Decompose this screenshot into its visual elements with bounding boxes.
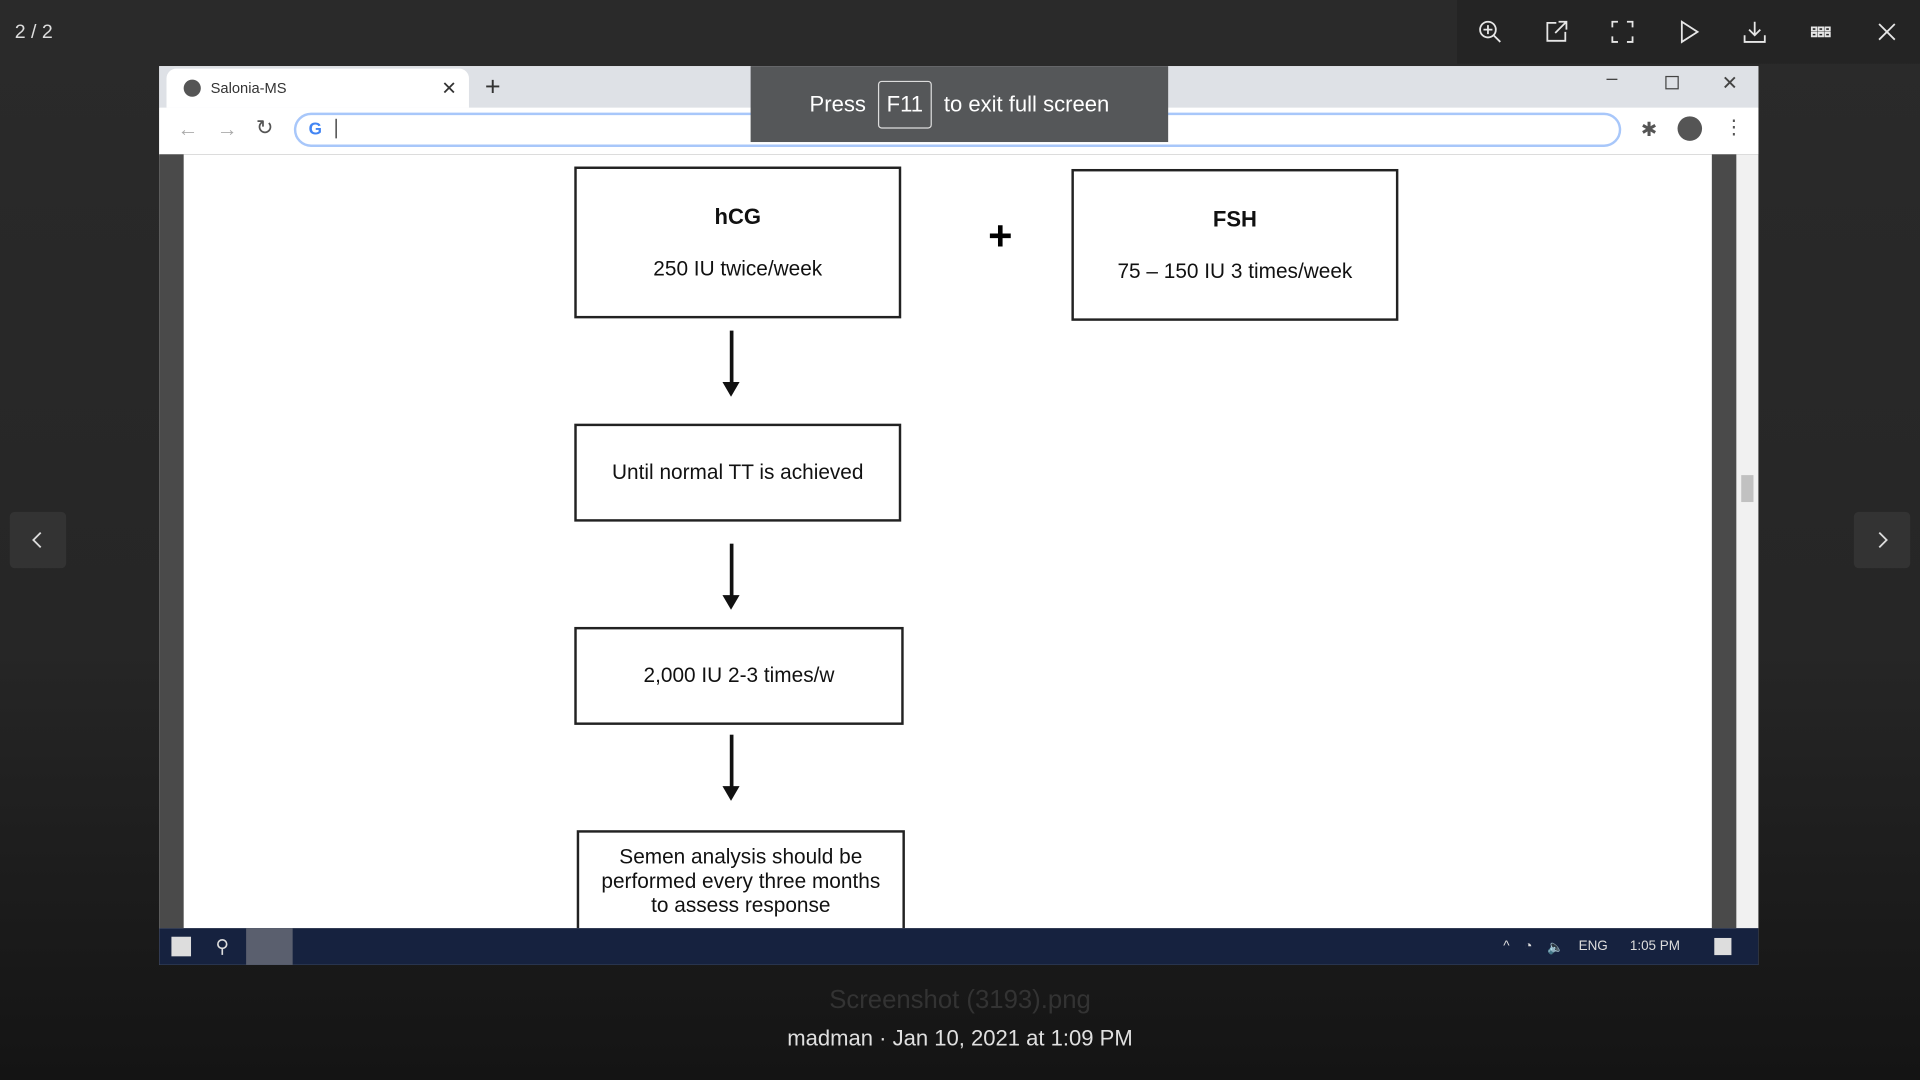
normal-tt-text: Until normal TT is achieved [612,460,864,484]
windows-start-icon[interactable] [171,936,192,957]
volume-icon[interactable]: 🔈 [1547,939,1564,955]
play-icon [1680,20,1700,44]
browser-tab[interactable]: Salonia-MS ✕ [166,68,469,108]
fullscreen-icon [1611,20,1634,43]
close-window-button[interactable]: ✕ [1721,73,1739,95]
fsh-title: FSH [1212,206,1257,231]
notice-rest: to exit full screen [943,91,1110,116]
normal-tt-box: Until normal TT is achieved [574,423,902,522]
dose-box: 2,000 IU 2-3 times/w [574,626,904,725]
address-input[interactable] [335,118,337,139]
vertical-scrollbar[interactable] [1736,154,1759,929]
previous-image-button[interactable] [9,511,67,569]
zoom-in-button[interactable] [1472,13,1509,50]
chrome-taskbar-icon[interactable] [246,928,293,965]
chevron-right-icon [1878,532,1888,548]
globe-icon [183,79,201,97]
clock[interactable]: 1:05 PM [1629,939,1681,954]
hcg-dose: 250 IU twice/week [653,256,823,280]
grid-icon [1810,26,1831,38]
arrow-down [722,734,740,801]
next-image-button[interactable] [1853,511,1911,569]
reload-button[interactable]: ↻ [255,116,274,140]
hcg-title: hCG [714,203,762,229]
slideshow-button[interactable] [1670,13,1707,50]
image-meta: madman · Jan 10, 2021 at 1:09 PM [787,1026,1133,1051]
notice-key: F11 [878,80,932,128]
back-button[interactable]: ← [177,117,199,141]
chevron-left-icon [32,532,42,548]
viewer-toolbar [1457,0,1920,64]
search-icon[interactable]: ⚲ [215,936,229,958]
language-indicator[interactable]: ENG [1578,939,1608,954]
close-icon [1878,23,1896,41]
new-tab-button[interactable]: + [484,71,501,102]
file-name: Screenshot (3193).png [829,985,1091,1014]
semen-analysis-box: Semen analysis should be performed every… [576,830,905,929]
grid-view-button[interactable] [1802,13,1839,50]
restore-button[interactable] [1665,75,1679,90]
document-page: hCG 250 IU twice/week + FSH 75 – 150 IU … [183,154,1712,929]
download-icon [1743,21,1766,43]
plus-sign: + [988,213,1013,260]
close-viewer-button[interactable] [1869,13,1906,50]
notifications-icon[interactable] [1714,937,1732,956]
download-button[interactable] [1736,13,1773,50]
fullscreen-button[interactable] [1604,13,1641,50]
google-icon: G [308,118,322,139]
zoom-in-icon [1479,20,1501,43]
page-content: hCG 250 IU twice/week + FSH 75 – 150 IU … [159,154,1759,929]
close-tab-icon[interactable]: ✕ [441,78,457,100]
arrow-down [722,330,740,397]
tab-title: Salonia-MS [210,79,287,97]
network-icon[interactable]: ◔ [1524,939,1533,954]
external-link-icon [1546,20,1568,42]
notice-press: Press [809,91,866,116]
hcg-box: hCG 250 IU twice/week [574,166,902,319]
fsh-dose: 75 – 150 IU 3 times/week [1117,258,1353,283]
fullscreen-notice: Press F11 to exit full screen [750,66,1169,143]
dose-text: 2,000 IU 2-3 times/w [643,663,835,687]
scrollbar-thumb[interactable] [1741,475,1754,503]
tray-chevron-icon[interactable]: ^ [1503,939,1510,954]
image-counter: 2 / 2 [14,22,53,43]
open-external-button[interactable] [1538,13,1575,50]
browser-window: Salonia-MS ✕ + – ✕ ← → ↻ G ✱ ⋮ hCG 250 I… [159,66,1759,965]
windows-taskbar: ⚲ ^ ◔ 🔈 ENG 1:05 PM [159,928,1759,965]
menu-icon[interactable]: ⋮ [1724,117,1744,139]
minimize-button[interactable]: – [1606,68,1618,90]
extensions-icon[interactable]: ✱ [1640,120,1658,141]
fsh-box: FSH 75 – 150 IU 3 times/week [1071,168,1399,321]
semen-analysis-text: Semen analysis should be performed every… [601,844,881,918]
profile-icon[interactable] [1677,116,1703,141]
forward-button[interactable]: → [216,117,238,141]
arrow-down [722,543,740,610]
